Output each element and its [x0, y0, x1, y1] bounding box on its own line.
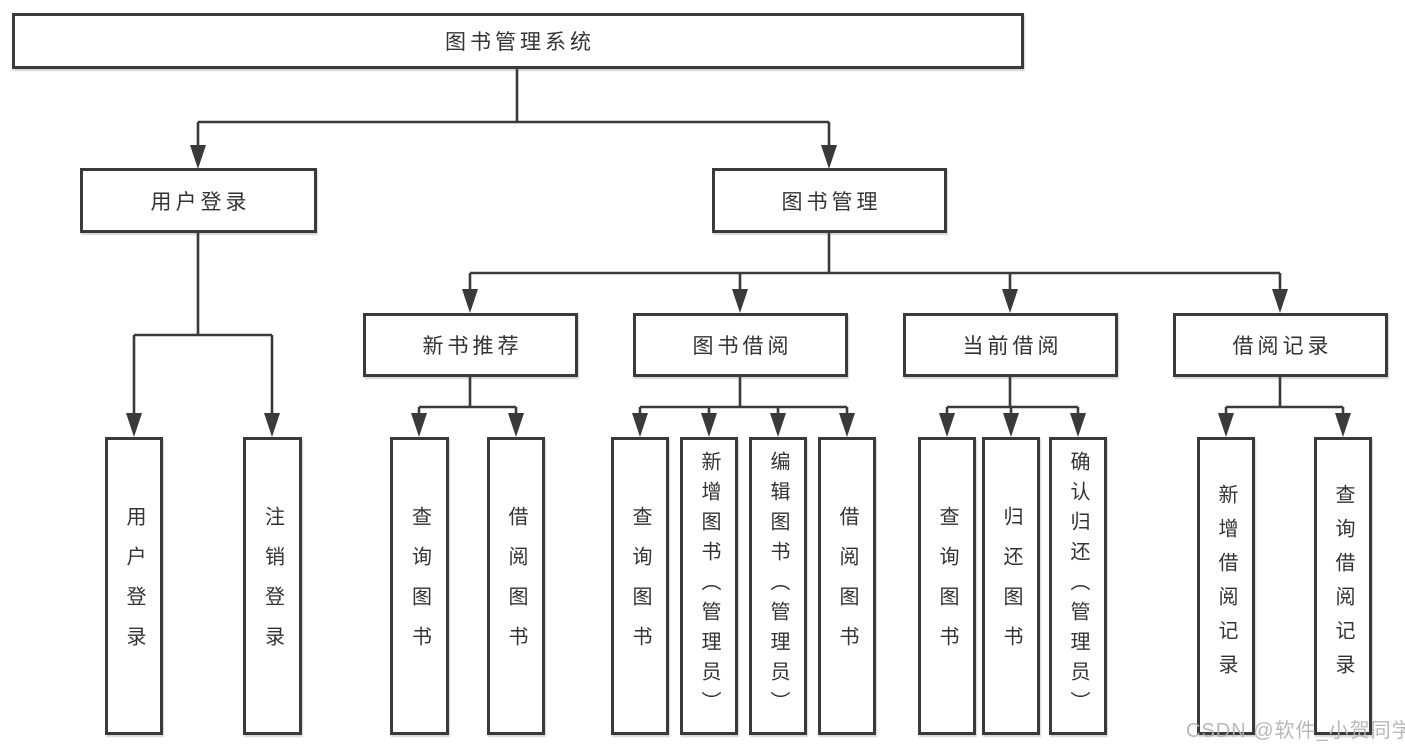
- arrowhead: [126, 413, 142, 437]
- connector-borrow-records-split: [1224, 377, 1345, 419]
- leaf-edit-books-admin-label: 编辑图书（管理员）: [767, 451, 789, 721]
- connector-root-to-level2: [196, 69, 831, 151]
- csdn-watermark: CSDN @软件_小贺同学: [1186, 720, 1405, 742]
- leaf-borrow-books-2: 借阅图书: [818, 437, 876, 735]
- arrowhead: [839, 413, 855, 437]
- node-user-login-label: 用户登录: [150, 190, 251, 214]
- node-borrow-records-label: 借阅记录: [1232, 335, 1333, 358]
- leaf-query-books-1-label: 查询图书: [408, 506, 431, 666]
- arrowhead: [508, 413, 524, 437]
- leaf-query-books-3: 查询图书: [918, 437, 976, 735]
- arrowheads: [126, 145, 1351, 437]
- leaf-query-borrow-record-label: 查询借阅记录: [1332, 484, 1354, 688]
- leaf-return-books-label: 归还图书: [1000, 506, 1022, 666]
- node-root-label: 图书管理系统: [445, 31, 595, 54]
- leaf-user-login-label: 用户登录: [123, 506, 145, 666]
- connector-new-books-split: [417, 377, 518, 419]
- leaf-add-books-admin: 新增图书（管理员）: [680, 437, 738, 735]
- node-new-book-recommend-label: 新书推荐: [422, 335, 523, 358]
- arrowhead: [821, 145, 837, 169]
- arrowhead: [264, 413, 280, 437]
- node-current-borrow: 当前借阅: [903, 313, 1118, 377]
- leaf-confirm-return-admin-label: 确认归还（管理员）: [1067, 451, 1089, 721]
- leaf-query-books-1: 查询图书: [390, 437, 449, 735]
- leaf-borrow-books-1-label: 借阅图书: [505, 506, 527, 666]
- connector-current-borrow-split: [945, 377, 1080, 419]
- leaf-return-books: 归还图书: [982, 437, 1040, 735]
- arrowhead: [732, 289, 748, 313]
- arrowhead: [1218, 413, 1234, 437]
- leaf-user-login: 用户登录: [105, 437, 163, 735]
- connector-user-login-split: [132, 233, 274, 419]
- node-new-book-recommend: 新书推荐: [363, 313, 578, 377]
- node-book-management-label: 图书管理: [781, 190, 882, 214]
- arrowhead: [701, 413, 717, 437]
- connector-book-borrow-split: [638, 377, 849, 419]
- arrowhead: [1002, 289, 1018, 313]
- arrowhead: [1070, 413, 1086, 437]
- leaf-query-borrow-record: 查询借阅记录: [1314, 437, 1372, 735]
- node-user-login: 用户登录: [80, 168, 317, 233]
- leaf-query-books-3-label: 查询图书: [936, 506, 958, 666]
- leaf-add-books-admin-label: 新增图书（管理员）: [698, 451, 720, 721]
- arrowhead: [1335, 413, 1351, 437]
- arrowhead: [462, 289, 478, 313]
- leaf-borrow-books-2-label: 借阅图书: [836, 506, 858, 666]
- leaf-query-books-2: 查询图书: [611, 437, 669, 735]
- leaf-logout: 注销登录: [243, 437, 302, 735]
- arrowhead: [770, 413, 786, 437]
- leaf-edit-books-admin: 编辑图书（管理员）: [749, 437, 807, 735]
- node-book-borrow-label: 图书借阅: [692, 335, 793, 358]
- arrowhead: [1003, 413, 1019, 437]
- node-borrow-records: 借阅记录: [1173, 313, 1388, 377]
- leaf-borrow-books-1: 借阅图书: [487, 437, 545, 735]
- node-book-borrow: 图书借阅: [633, 313, 848, 377]
- leaf-add-borrow-record-label: 新增借阅记录: [1215, 484, 1237, 688]
- leaf-confirm-return-admin: 确认归还（管理员）: [1049, 437, 1107, 735]
- node-root: 图书管理系统: [12, 13, 1024, 69]
- arrowhead: [190, 145, 206, 169]
- arrowhead: [411, 413, 427, 437]
- node-book-management: 图书管理: [712, 168, 947, 233]
- arrowhead: [632, 413, 648, 437]
- leaf-add-borrow-record: 新增借阅记录: [1197, 437, 1255, 735]
- arrowhead: [1272, 289, 1288, 313]
- node-current-borrow-label: 当前借阅: [962, 335, 1063, 358]
- leaf-logout-label: 注销登录: [261, 506, 284, 666]
- arrowhead: [939, 413, 955, 437]
- connector-book-mgmt-to-level3: [468, 233, 1282, 295]
- leaf-query-books-2-label: 查询图书: [629, 506, 651, 666]
